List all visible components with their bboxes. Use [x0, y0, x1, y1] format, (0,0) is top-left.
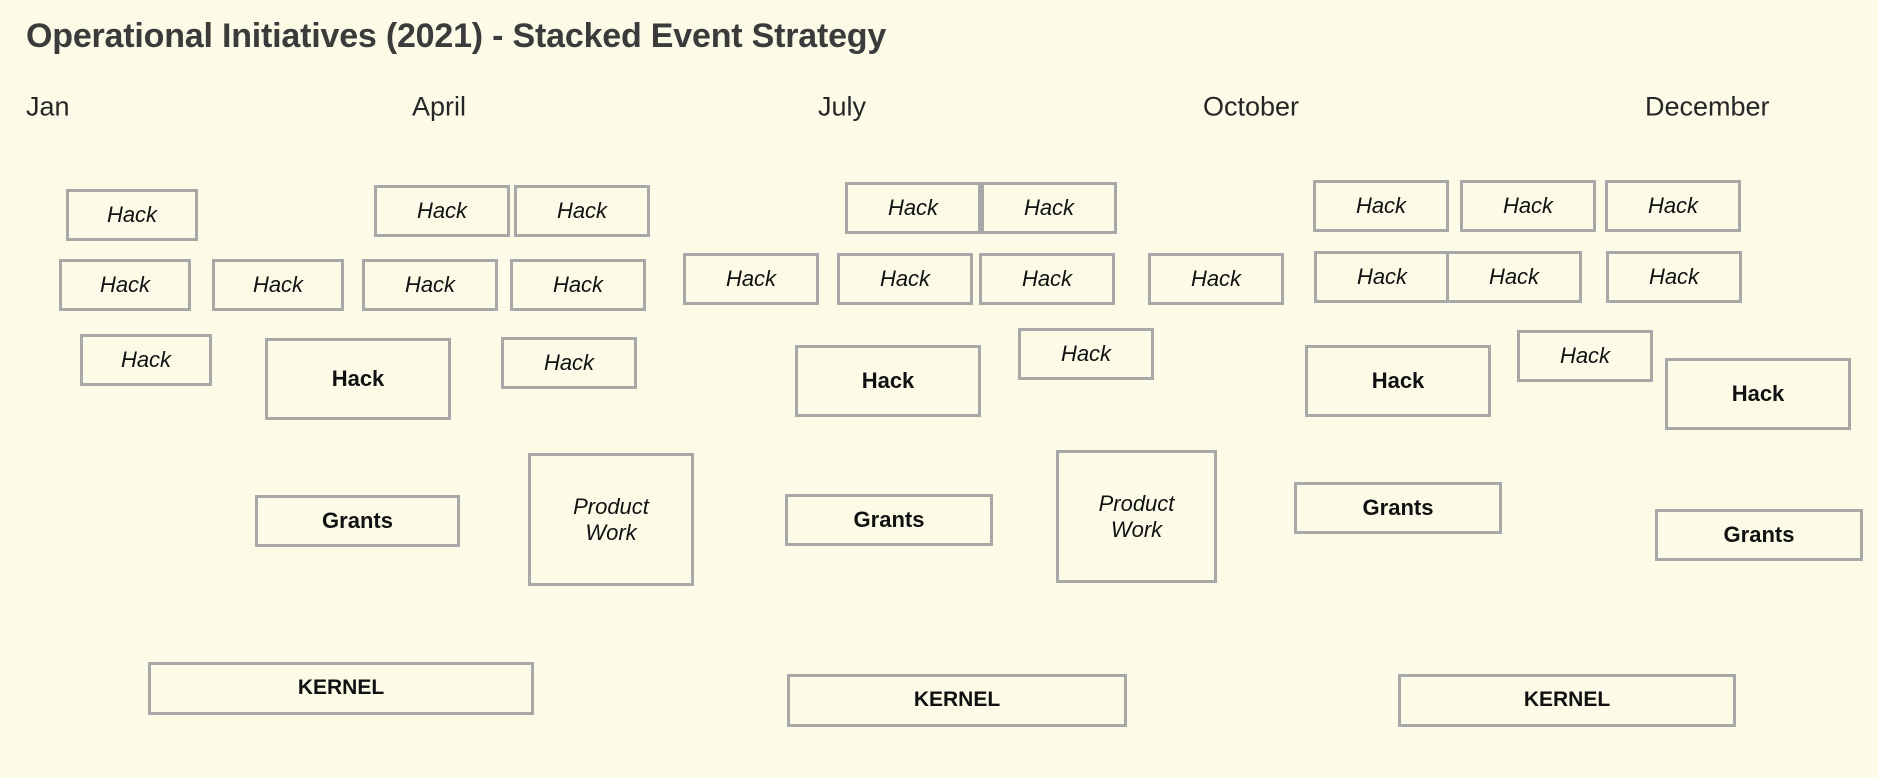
axis-label-april: April [412, 91, 467, 122]
page-title: Operational Initiatives (2021) - Stacked… [26, 17, 887, 55]
event-box-label: Hack [1648, 264, 1700, 290]
event-box-kernel[interactable]: KERNEL [787, 674, 1127, 727]
event-box-label: Hack [416, 198, 468, 224]
event-box-hack[interactable]: Hack [1605, 180, 1741, 232]
event-box-hack[interactable]: Hack [1314, 251, 1450, 303]
event-box-label: KERNEL [297, 676, 385, 700]
event-box-kernel[interactable]: KERNEL [1398, 674, 1736, 727]
event-box-hack[interactable]: Hack [374, 185, 510, 237]
event-box-hack[interactable]: Hack [1665, 358, 1851, 430]
event-box-label: Hack [1355, 193, 1407, 219]
event-box-hack[interactable]: Hack [66, 189, 198, 241]
event-box-hack[interactable]: Hack [1446, 251, 1582, 303]
event-box-hack[interactable]: Hack [501, 337, 637, 389]
event-box-hack[interactable]: Hack [212, 259, 344, 311]
event-box-label: Hack [879, 266, 931, 292]
event-box-hack[interactable]: Hack [845, 182, 981, 234]
event-box-hack[interactable]: Hack [795, 345, 981, 417]
event-box-hack[interactable]: Hack [1148, 253, 1284, 305]
event-box-hack[interactable]: Hack [1460, 180, 1596, 232]
event-box-hack[interactable]: Hack [265, 338, 451, 420]
event-box-label: Hack [887, 195, 939, 221]
event-box-label: Hack [1190, 266, 1242, 292]
event-box-hack[interactable]: Hack [683, 253, 819, 305]
event-box-hack[interactable]: Hack [1305, 345, 1491, 417]
event-box-label: KERNEL [1523, 688, 1611, 712]
event-box-hack[interactable]: Hack [979, 253, 1115, 305]
event-box-label: Grants [1723, 522, 1795, 548]
event-box-label: Grants [1362, 495, 1434, 521]
event-box-grants[interactable]: Grants [255, 495, 460, 547]
event-box-label: Hack [1502, 193, 1554, 219]
event-box-label: Hack [1647, 193, 1699, 219]
event-box-label: Hack [404, 272, 456, 298]
event-box-grants[interactable]: Grants [1655, 509, 1863, 561]
event-box-label: Hack [120, 347, 172, 373]
event-box-label: Hack [556, 198, 608, 224]
event-box-hack[interactable]: Hack [1606, 251, 1742, 303]
event-box-grants[interactable]: Grants [785, 494, 993, 546]
event-box-label: Hack [543, 350, 595, 376]
event-box-hack[interactable]: Hack [514, 185, 650, 237]
event-box-label: Hack [552, 272, 604, 298]
event-box-label: Hack [725, 266, 777, 292]
event-box-grants[interactable]: Grants [1294, 482, 1502, 534]
event-box-label: Grants [853, 507, 925, 533]
event-box-label: Hack [1021, 266, 1073, 292]
event-box-label: Hack [99, 272, 151, 298]
event-box-label: KERNEL [913, 688, 1001, 712]
event-box-label: Hack [1731, 381, 1785, 407]
event-box-label: Hack [1023, 195, 1075, 221]
event-box-label: Hack [252, 272, 304, 298]
event-box-label: Hack [1488, 264, 1540, 290]
event-box-label: Grants [322, 508, 393, 534]
axis-label-december: December [1645, 91, 1770, 122]
event-box-hack[interactable]: Hack [1313, 180, 1449, 232]
event-box-label: Hack [1356, 264, 1408, 290]
event-box-hack[interactable]: Hack [80, 334, 212, 386]
event-box-label: Hack [1559, 343, 1611, 369]
event-box-hack[interactable]: Hack [59, 259, 191, 311]
axis-label-jan: Jan [26, 91, 70, 122]
axis-label-october: October [1203, 91, 1300, 122]
event-box-label: Hack [1060, 341, 1112, 367]
axis-label-july: July [818, 91, 867, 122]
event-box-label: Hack [1371, 368, 1425, 394]
event-box-label: Hack [331, 366, 385, 392]
event-box-hack[interactable]: Hack [981, 182, 1117, 234]
event-box-label: Hack [106, 202, 158, 228]
event-box-hack[interactable]: Hack [837, 253, 973, 305]
event-box-label: Hack [861, 368, 915, 394]
event-box-kernel[interactable]: KERNEL [148, 662, 534, 715]
event-box-hack[interactable]: Hack [510, 259, 646, 311]
event-box-hack[interactable]: Hack [362, 259, 498, 311]
event-box-hack[interactable]: Hack [1018, 328, 1154, 380]
event-box-hack[interactable]: Hack [1517, 330, 1653, 382]
